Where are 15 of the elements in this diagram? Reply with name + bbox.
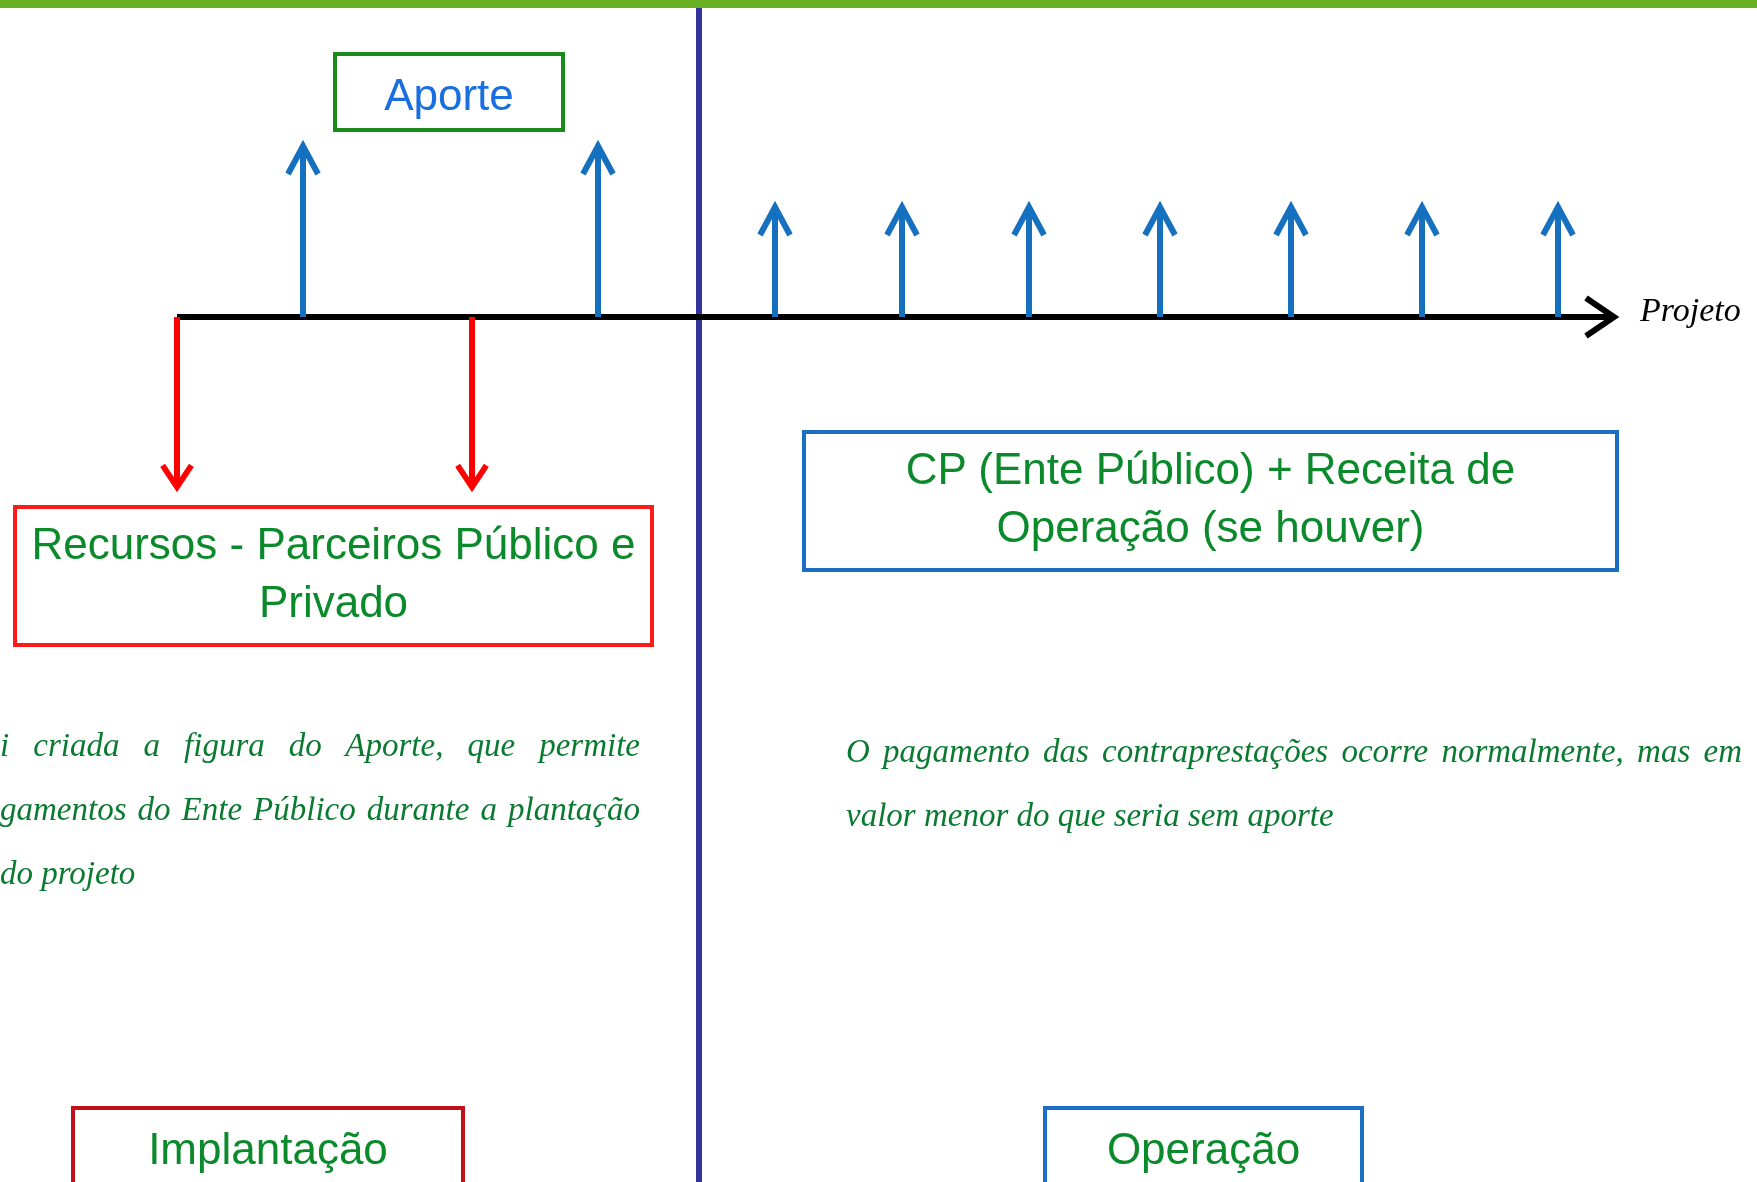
note-text: O pagamento das contraprestações ocorre normalmente, mas em valor menor do que seria sem aporte bbox=[846, 732, 1742, 835]
label-box bbox=[333, 52, 565, 132]
box-text: Aporte bbox=[384, 69, 514, 121]
axis-label: Projeto bbox=[1640, 290, 1741, 330]
arrow bbox=[454, 317, 490, 490]
label-box bbox=[1043, 1106, 1364, 1182]
box-text: CP (Ente Público) + Receita de Operação (se houver) bbox=[904, 443, 1517, 553]
box-text: Implantação bbox=[148, 1123, 388, 1175]
label-box bbox=[13, 505, 654, 647]
arrow bbox=[159, 317, 195, 490]
label-box bbox=[71, 1106, 465, 1182]
label-box bbox=[802, 430, 1619, 572]
box-text: Recursos - Parceiros Público e Privado bbox=[30, 518, 637, 628]
note-text: i criada a figura do Aporte, que permite gamentos do Ente Público durante a plantação do projeto bbox=[0, 726, 640, 893]
box-text: Operação bbox=[1106, 1123, 1301, 1175]
